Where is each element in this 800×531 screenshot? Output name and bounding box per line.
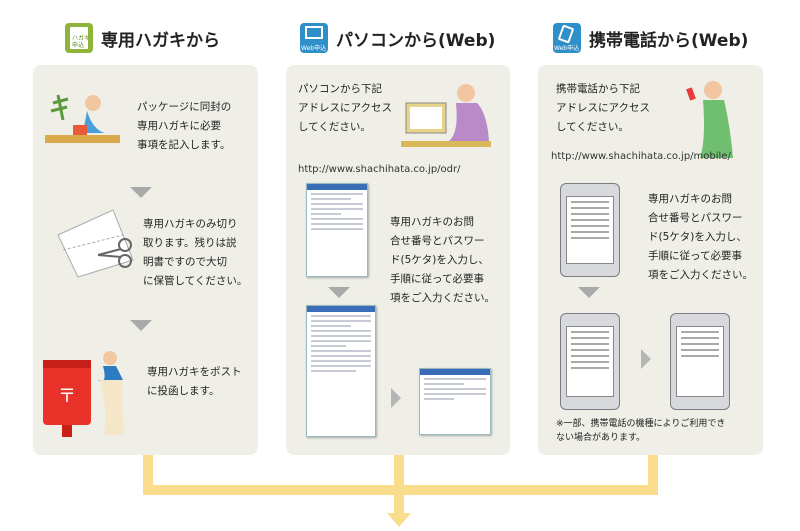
down-arrow-icon [328, 287, 350, 298]
section-title: パソコンから(Web) [336, 30, 496, 51]
step-text: パソコンから下記 アドレスにアクセス してください。 [298, 83, 392, 133]
right-arrow-icon [641, 349, 651, 369]
woman-at-computer-illustration [401, 84, 491, 147]
scissors-illustration [57, 209, 134, 278]
woman-with-phone-illustration [686, 81, 733, 158]
mobile-url-link[interactable]: http://www.shachihata.co.jp/mobile/ [551, 151, 731, 162]
section-header-postcard: ハガキ申込 専用ハガキから [65, 18, 220, 58]
flow-down-arrow-icon [387, 513, 411, 527]
mobile-icon: Web申込 [553, 23, 581, 53]
web-screenshot-2 [306, 305, 376, 437]
phone-screenshot-2 [560, 313, 620, 410]
section-header-pc: Web申込 パソコンから(Web) [300, 18, 495, 58]
right-arrow-icon [391, 388, 401, 408]
down-arrow-icon [130, 187, 152, 198]
down-arrow-icon [130, 320, 152, 331]
web-screenshot-1 [306, 183, 368, 277]
pc-url-link[interactable]: http://www.shachihata.co.jp/odr/ [298, 164, 461, 175]
panel-postcard: パッケージに同封の 専用ハガキに必要 事項を記入します。 専用ハガキのみ切り 取… [33, 65, 258, 455]
mailbox-illustration: 〒 [43, 351, 124, 437]
postcard-icon: ハガキ申込 [65, 23, 93, 53]
step-text: 専用ハガキのお問 合せ番号とパスワー ド(5ケタ)を入力し、 手順に従って必要事… [648, 193, 753, 281]
flow-line-center [394, 455, 404, 515]
web-screenshot-3 [419, 368, 491, 435]
phone-screenshot-1 [560, 183, 620, 277]
step-text: 専用ハガキをポスト に投函します。 [147, 366, 242, 397]
flow-line-left [143, 455, 153, 495]
down-arrow-icon [578, 287, 600, 298]
step-text: 携帯電話から下記 アドレスにアクセス してください。 [556, 83, 650, 133]
step-text: 専用ハガキのみ切り 取ります。残りは説 明書ですので大切 に保管してください。 [143, 218, 248, 287]
section-title: 専用ハガキから [101, 30, 220, 51]
pc-icon: Web申込 [300, 23, 328, 53]
panel-mobile: 携帯電話から下記 アドレスにアクセス してください。 http://www.sh… [538, 65, 763, 455]
panel-pc: パソコンから下記 アドレスにアクセス してください。 http://www.sh… [286, 65, 510, 455]
step-text: パッケージに同封の 専用ハガキに必要 事項を記入します。 [137, 101, 232, 151]
step-text: 専用ハガキのお問 合せ番号とパスワー ド(5ケタ)を入力し、 手順に従って必要事… [390, 216, 495, 304]
section-header-mobile: Web申込 携帯電話から(Web) [553, 18, 748, 58]
phone-screenshot-3 [670, 313, 730, 410]
section-title: 携帯電話から(Web) [589, 30, 749, 51]
flow-line-right [648, 455, 658, 495]
compatibility-note: ※一部、携帯電話の機種によりご利用でき ない場合があります。 [556, 419, 726, 443]
woman-writing-illustration [45, 94, 120, 143]
svg-text:〒: 〒 [58, 386, 76, 407]
